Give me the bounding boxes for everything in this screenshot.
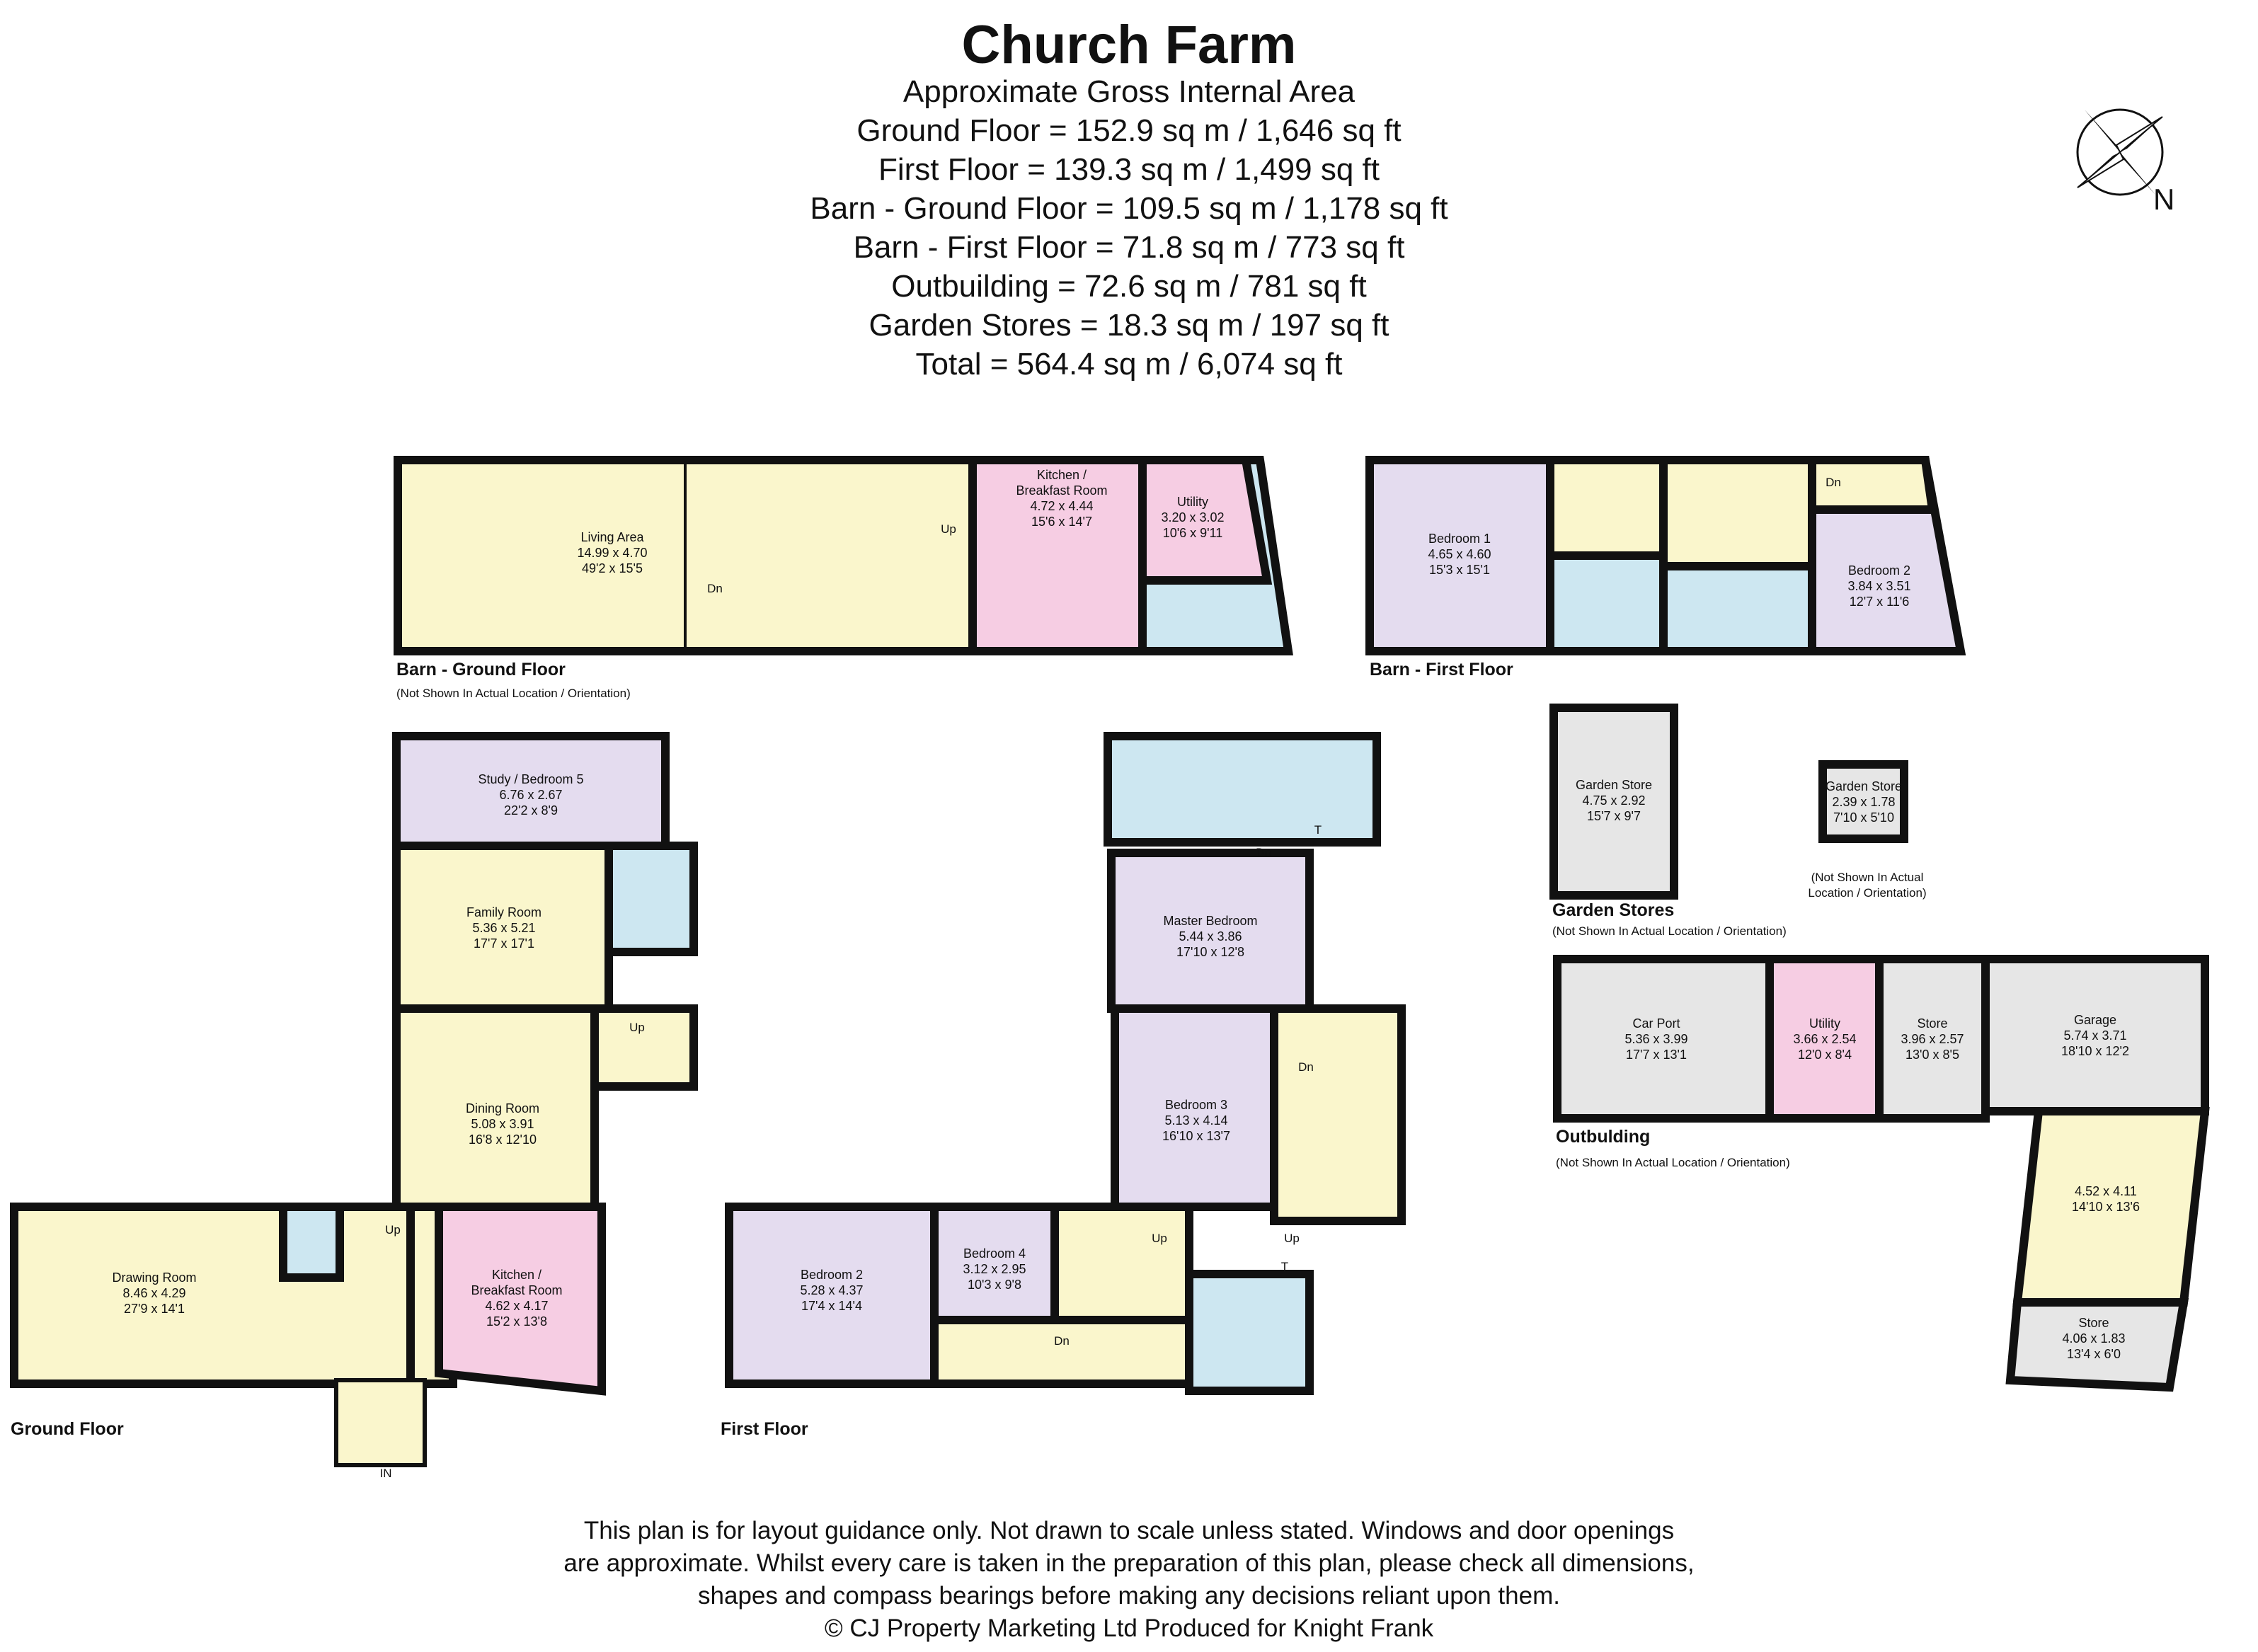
ground-up-mark-1: Up <box>629 1021 645 1034</box>
room-barn-bedroom-1: Bedroom 1 4.65 x 4.60 15'3 x 15'1 <box>1428 532 1491 577</box>
entrance-mark: IN <box>379 1467 392 1480</box>
room-out-store-2: Store 4.06 x 1.83 13'4 x 6'0 <box>2062 1316 2126 1361</box>
compass-north-label: N <box>2153 183 2175 216</box>
room-study: Study / Bedroom 5 6.76 x 2.67 22'2 x 8'9 <box>478 772 584 818</box>
room-garage: Garage 5.74 x 3.71 18'10 x 12'2 <box>2061 1013 2129 1058</box>
room-barn-utility: Utility 3.20 x 3.02 10'6 x 9'11 <box>1161 495 1225 540</box>
room-master-bedroom: Master Bedroom 5.44 x 3.86 17'10 x 12'8 <box>1163 914 1258 959</box>
barn-first-dn-mark: Dn <box>1826 476 1841 489</box>
room-barn-bedroom-2: Bedroom 2 3.84 x 3.51 12'7 x 11'6 <box>1847 563 1911 609</box>
area-outbuilding: Outbuilding = 72.6 sq m / 781 sq ft <box>891 269 1367 304</box>
tank-mark-1: T <box>1314 823 1322 837</box>
area-garden-stores: Garden Stores = 18.3 sq m / 197 sq ft <box>869 308 1389 343</box>
room-living-area: Living Area 14.99 x 4.70 49'2 x 15'5 <box>577 530 648 575</box>
barn-ground-floor-plan <box>394 456 1293 655</box>
room-garden-store-1: Garden Store 4.75 x 2.92 15'7 x 9'7 <box>1575 778 1653 823</box>
floor-label-garden-stores: Garden Stores <box>1552 900 1675 920</box>
area-ground-floor: Ground Floor = 152.9 sq m / 1,646 sq ft <box>856 113 1402 148</box>
room-bedroom-4: Bedroom 4 3.12 x 2.95 10'3 x 9'8 <box>963 1246 1026 1292</box>
room-garden-store-2: Garden Store 2.39 x 1.78 7'10 x 5'10 <box>1825 779 1903 825</box>
first-dn-mark-1: Dn <box>1256 846 1271 859</box>
room-out-store: Store 3.96 x 2.57 13'0 x 8'5 <box>1901 1016 1964 1062</box>
room-barn-kitchen: Kitchen / Breakfast Room 4.72 x 4.44 15'… <box>1016 468 1108 529</box>
room-out-utility: Utility 3.66 x 2.54 12'0 x 8'4 <box>1793 1016 1857 1062</box>
floor-label-first: First Floor <box>721 1419 808 1439</box>
copyright-line: © CJ Property Marketing Ltd Produced for… <box>824 1614 1434 1642</box>
barn-ground-note: (Not Shown In Actual Location / Orientat… <box>396 687 631 700</box>
room-bedroom-3: Bedroom 3 5.13 x 4.14 16'10 x 13'7 <box>1162 1098 1230 1143</box>
room-kitchen: Kitchen / Breakfast Room 4.62 x 4.17 15'… <box>471 1268 563 1329</box>
room-car-port: Car Port 5.36 x 3.99 17'7 x 13'1 <box>1624 1016 1688 1062</box>
disclaimer-line-1: This plan is for layout guidance only. N… <box>583 1517 1675 1544</box>
disclaimer-line-3: shapes and compass bearings before makin… <box>698 1582 1560 1610</box>
compass-rose-icon <box>2076 108 2164 196</box>
tank-mark-2: T <box>1280 1260 1289 1273</box>
outbuilding-note: (Not Shown In Actual Location / Orientat… <box>1556 1156 1790 1169</box>
garden-store-2-note-1: (Not Shown In Actual <box>1811 871 1924 884</box>
garden-store-2-note-2: Location / Orientation) <box>1808 886 1927 900</box>
room-dining: Dining Room 5.08 x 3.91 16'8 x 12'10 <box>465 1101 540 1147</box>
room-drawing: Drawing Room 8.46 x 4.29 27'9 x 14'1 <box>112 1270 197 1316</box>
garden-stores-plan <box>1549 704 1908 900</box>
floor-label-barn-first: Barn - First Floor <box>1370 660 1513 679</box>
floor-label-outbuilding: Outbulding <box>1556 1127 1651 1147</box>
barn-first-floor-plan <box>1365 456 1966 655</box>
first-dn-mark-2: Dn <box>1298 1060 1314 1074</box>
area-heading: Approximate Gross Internal Area <box>902 74 1356 109</box>
outbuilding-plan <box>1553 955 2210 1392</box>
area-total: Total = 564.4 sq m / 6,074 sq ft <box>915 347 1343 382</box>
room-family: Family Room 5.36 x 5.21 17'7 x 17'1 <box>466 905 542 951</box>
garden-stores-note: (Not Shown In Actual Location / Orientat… <box>1552 924 1787 938</box>
ground-up-mark-2: Up <box>385 1223 401 1237</box>
barn-dn-mark: Dn <box>707 582 723 595</box>
area-barn-first: Barn - First Floor = 71.8 sq m / 773 sq … <box>853 230 1405 265</box>
first-floor-plan <box>725 732 1406 1395</box>
room-bedroom-2: Bedroom 2 5.28 x 4.37 17'4 x 14'4 <box>800 1268 864 1313</box>
barn-up-mark: Up <box>941 522 956 536</box>
first-up-mark-1: Up <box>1152 1232 1167 1245</box>
first-up-mark-2: Up <box>1284 1232 1300 1245</box>
area-first-floor: First Floor = 139.3 sq m / 1,499 sq ft <box>878 152 1380 187</box>
room-out-room: 4.52 x 4.11 14'10 x 13'6 <box>2072 1184 2140 1214</box>
disclaimer-line-2: are approximate. Whilst every care is ta… <box>563 1549 1695 1577</box>
first-dn-mark-3: Dn <box>1054 1334 1070 1348</box>
page-title: Church Farm <box>961 15 1297 75</box>
area-barn-ground: Barn - Ground Floor = 109.5 sq m / 1,178… <box>810 191 1448 226</box>
floor-label-barn-ground: Barn - Ground Floor <box>396 660 566 679</box>
ground-floor-plan <box>10 732 698 1467</box>
floor-label-ground: Ground Floor <box>11 1419 124 1439</box>
